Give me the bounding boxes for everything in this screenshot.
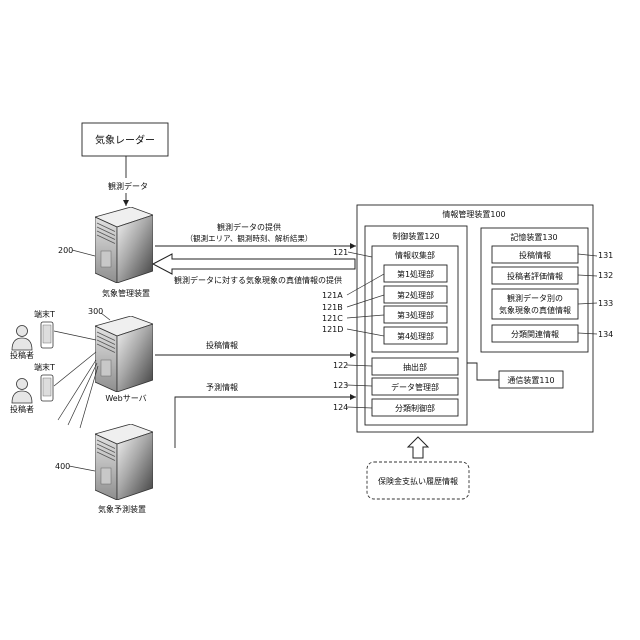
insurance-history-label: 保険金支払い履歴情報	[378, 476, 458, 486]
ref-121b-label: 121B	[322, 303, 343, 312]
poster-label-2: 投稿者	[10, 404, 34, 414]
observation-provision-line1: 観測データの提供	[217, 222, 281, 232]
terminal-connection-line	[80, 366, 98, 428]
ref-400-label: 400	[55, 462, 70, 471]
ref-400-leader	[69, 466, 95, 471]
post-info-label: 投稿情報	[206, 340, 238, 350]
ref-123-label: 123	[333, 381, 348, 390]
terminal-connection-line	[68, 363, 97, 425]
terminal-connection-line	[58, 360, 96, 420]
storage-item-label-134: 分類関連情報	[511, 329, 559, 339]
extraction-unit-label: 抽出部	[403, 362, 427, 372]
storage-item-label-132: 投稿者評価情報	[507, 271, 563, 281]
web-server-icon	[95, 316, 153, 392]
history-input-hollow-arrow	[408, 437, 428, 458]
observation-data-label: 観測データ	[108, 181, 148, 191]
ref-122-label: 122	[333, 361, 348, 370]
processor-label-3: 第3処理部	[397, 310, 434, 320]
info-collection-title: 情報収集部	[395, 250, 435, 260]
ref-121c-label: 121C	[322, 314, 343, 323]
forecast-info-arrow	[175, 397, 356, 448]
communication-device-label: 通信装置110	[507, 375, 554, 385]
weather-management-label: 気象管理装置	[102, 288, 150, 298]
ref-300-label: 300	[88, 307, 103, 316]
info-management-title: 情報管理装置100	[442, 209, 505, 219]
poster-label-1: 投稿者	[10, 350, 34, 360]
terminal-label-2: 端末T	[34, 362, 55, 372]
ref-124-label: 124	[333, 403, 348, 412]
storage-device-title: 記憶装置130	[510, 232, 557, 242]
ref-200-leader	[72, 250, 95, 256]
ref-200-label: 200	[58, 246, 73, 255]
storage-item-label-133-line1: 観測データ別の	[507, 293, 563, 303]
storage-item-label-133-line2: 気象現象の真値情報	[499, 305, 571, 315]
ref-131-label: 131	[598, 251, 613, 260]
ref-300-leader	[101, 313, 110, 320]
weather-forecast-server-icon	[95, 424, 153, 500]
data-management-unit-label: データ管理部	[391, 382, 439, 392]
processor-label-4: 第4処理部	[397, 331, 434, 341]
ref-121d-label: 121D	[322, 325, 343, 334]
storage-item-label-131: 投稿情報	[519, 250, 551, 260]
poster-icon-1	[12, 326, 32, 351]
ref-132-label: 132	[598, 271, 613, 280]
observation-provision-line2: （観測エリア、観測時刻、解析結果）	[186, 233, 313, 243]
ref-121-label: 121	[333, 248, 348, 257]
ref-121a-label: 121A	[322, 291, 343, 300]
weather-radar-label: 気象レーダー	[95, 134, 155, 147]
web-server-label: Webサーバ	[105, 394, 146, 403]
terminal-connection-line	[54, 331, 96, 340]
true-value-label: 観測データに対する気象現象の真値情報の提供	[174, 275, 342, 285]
terminal-phone-icon-2	[41, 375, 53, 401]
ref-133-label: 133	[598, 299, 613, 308]
poster-icon-2	[12, 379, 32, 404]
forecast-info-label: 予測情報	[206, 382, 238, 392]
terminal-label-1: 端末T	[34, 309, 55, 319]
ref-134-label: 134	[598, 330, 613, 339]
processor-label-2: 第2処理部	[397, 290, 434, 300]
terminal-phone-icon-1	[41, 322, 53, 348]
classification-control-unit-label: 分類制御部	[395, 403, 435, 413]
weather-forecast-label: 気象予測装置	[98, 504, 146, 514]
weather-management-server-icon	[95, 207, 153, 283]
true-value-hollow-arrow	[153, 254, 355, 274]
control-device-title: 制御装置120	[392, 231, 439, 241]
terminal-connection-line	[54, 352, 96, 386]
processor-label-1: 第1処理部	[397, 269, 434, 279]
